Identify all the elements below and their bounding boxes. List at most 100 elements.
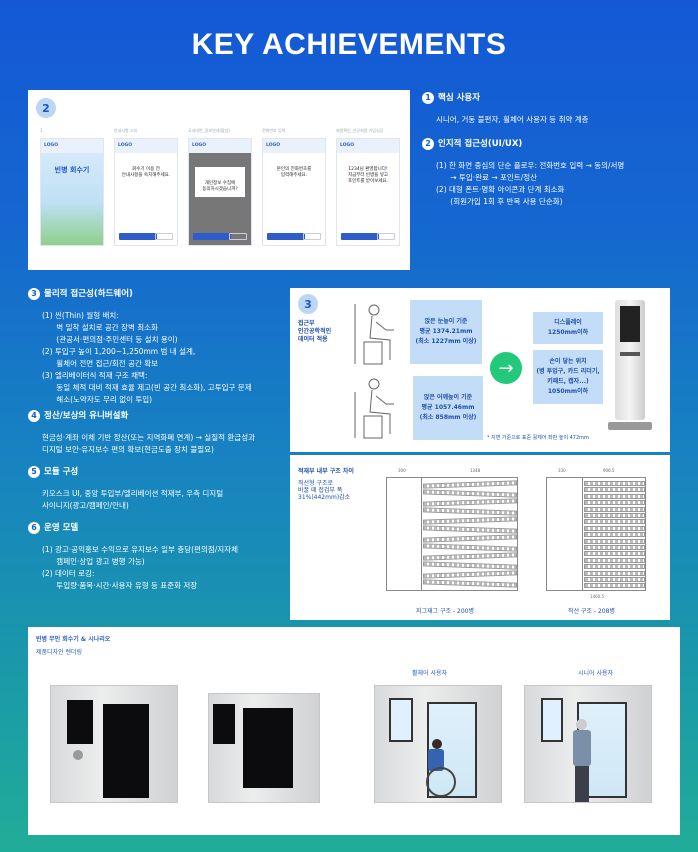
phone-mockup: LOGO 1234님 환영합니다! 지금부터 빈병을 넣고 포인트를 받아보세요… [336,138,400,246]
straight-rack-drawing [546,477,646,591]
bottle-row [584,481,645,486]
straight-dim: 1460.5 [590,594,604,599]
section-title: 물리적 접근성(하드웨어) [44,289,133,299]
panel-badge: 3 [298,294,318,314]
kiosk-render-angled [208,693,320,803]
phone-mockup: LOGO 개인정보 수집에 동의하시겠습니까? [188,138,252,246]
display-height-box: 디스플레이 1250mm이하 [533,312,603,344]
section-title: 인지적 접근성(UI/UX) [438,139,523,149]
structure-desc: 직선형 구조로 바꿀 때 접검부 폭 31%(442mm)감소 [298,480,351,501]
screen-header: LOGO [337,139,399,153]
bottle-row [584,493,645,499]
zigzag-caption: 지그재그 구조 - 200병 [416,608,474,615]
page-title: KEY ACHIEVEMENTS [191,28,507,61]
section-title: 운영 모델 [44,523,79,533]
ui-screen: 국내대면_정보안내(팝업) LOGO 개인정보 수집에 동의하시겠습니까? [188,128,252,246]
bottle-row [584,538,645,544]
section-number: 3 [28,288,40,300]
section-body: (1) 씬(Thin) 월형 배치: 벽 밀착 설치로 공간 장벽 최소화 (관… [42,311,252,404]
bottle-row [584,525,645,531]
bottle-row [584,583,645,589]
zigzag-dim: 1348 [470,468,481,473]
screen-label: 국내대면_정보안내(팝업) [188,128,230,133]
straight-dim: 330 [558,468,566,473]
zigzag-rack-drawing [386,477,518,591]
screen-text: 개인정보 수집에 동의하시겠습니까? [195,167,245,197]
secondary-button[interactable] [155,233,173,240]
seated-figure-icon [354,378,394,439]
reach-height-box: 손이 닿는 위치 (병 투입구, 카드 리더기, 키패드, 캡자...) 105… [533,350,603,404]
primary-button[interactable] [341,233,379,240]
section-number: 4 [28,410,40,422]
screen-label: 전화번호 입력 [262,128,286,133]
secondary-button[interactable] [303,233,321,240]
wheelchair-user-figure [420,739,460,797]
rendering-title: 빈병 무인 회수기 & 시나리오 [36,636,111,643]
wheelchair-user-label: 휠체어 사용자 [412,670,448,677]
straight-dim: 906.5 [603,468,615,473]
bottle-row [584,545,645,550]
shoulder-height-box: 앉은 어깨높이 기준 평균 1057.46mm (최소 858mm 이상) [413,376,483,440]
section-cognitive: 2 인지적 접근성(UI/UX) (1) 한 화면 중심의 단순 플로우: 전화번… [422,138,624,222]
section-number: 2 [422,138,434,150]
screen-text: 회수기 이용 전 안내사항을 숙지해주세요. [121,167,171,178]
ui-screens-panel: 2 1 LOGO 빈병 회수기 안내사항 고지 LOGO 회수기 이용 전 안내… [28,90,410,270]
screen-text: 빈병 회수기 [54,166,90,174]
bottle-row [584,532,645,538]
bottle-row [422,507,518,516]
bottle-row [584,487,645,493]
bottle-row [422,489,518,498]
section-title: 모듈 구성 [44,467,79,477]
wheelchair-note: * 지면 기준으로 표준 휠체어 좌판 높이 472mm [487,435,589,441]
rendering-subtitle: 제품디자인 렌더링 [36,649,83,656]
primary-button[interactable] [267,233,305,240]
straight-caption: 직선 구조 - 208병 [568,608,615,615]
bottle-row [584,500,645,506]
secondary-button[interactable] [377,233,395,240]
ergonomics-panel: 3 접근부 인간공학적인 데이터 적용 앉은 눈높이 기준 평균 1374.21… [290,288,670,452]
bottle-row [422,516,518,525]
phone-mockup: LOGO 본인의 전화번호를 입력해주세요. [262,138,326,246]
rendering-panel: 빈병 무인 회수기 & 시나리오 제품디자인 렌더링 휠체어 사용자 시니어 사… [28,627,680,835]
section-body: (1) 한 화면 중심의 단순 플로우: 전화번호 입력 → 동의/서명 → 투… [436,161,625,206]
secondary-button[interactable] [229,233,247,240]
section-number: 1 [422,92,434,104]
bottle-row [584,557,645,563]
screen-header: LOGO [263,139,325,153]
screen-header: LOGO [115,139,177,153]
zigzag-dim: 300 [398,468,406,473]
primary-button[interactable] [193,233,231,240]
screen-text: 본인의 전화번호를 입력해주세요. [276,167,312,178]
bottle-row [422,552,518,561]
eye-height-box: 앉은 눈높이 기준 평균 1374.21mm (최소 1227mm 이상) [410,300,482,364]
primary-button[interactable] [119,233,157,240]
structure-panel: 적재부 내부 구조 차이 직선형 구조로 바꿀 때 접검부 폭 31%(442m… [290,455,670,620]
screen-label: 1 [40,128,43,133]
seated-figure-icon [354,304,394,365]
bottle-row [584,570,645,576]
bottle-row [422,480,518,489]
section-number: 6 [28,522,40,534]
screen-header: LOGO [41,139,103,153]
bottle-row [422,525,518,534]
ui-screen: 회원확인_신규회원 가입성공 LOGO 1234님 환영합니다! 지금부터 빈병… [336,128,400,246]
section-body: (1) 광고·공익홍보 수익으로 유지보수 일부 충당(편의점/지자체 캠페인·… [42,545,238,590]
ui-screen: 안내사항 고지 LOGO 회수기 이용 전 안내사항을 숙지해주세요. [114,128,178,246]
section-body: 시니어, 거동 불편자, 휠체어 사용자 등 취약 계층 [436,115,589,124]
ui-screen: 전화번호 입력 LOGO 본인의 전화번호를 입력해주세요. [262,128,326,246]
structure-title: 적재부 내부 구조 차이 [298,468,354,475]
senior-user-label: 시니어 사용자 [578,670,614,677]
bottle-row [422,534,518,543]
kiosk-render-front [50,685,178,803]
ergonomics-label: 접근부 인간공학적인 데이터 적용 [298,320,332,343]
senior-user-figure [568,719,598,803]
phone-mockup: LOGO 빈병 회수기 [40,138,104,246]
screen-label: 안내사항 고지 [114,128,138,133]
bottle-row [584,551,645,557]
section-physical: 3 물리적 접근성(하드웨어) (1) 씬(Thin) 월형 배치: 벽 밀착 설… [28,288,252,420]
panel-badge: 2 [36,98,56,118]
bottle-row [584,506,645,512]
bottle-row [584,577,645,582]
kiosk-illustration [615,300,645,420]
